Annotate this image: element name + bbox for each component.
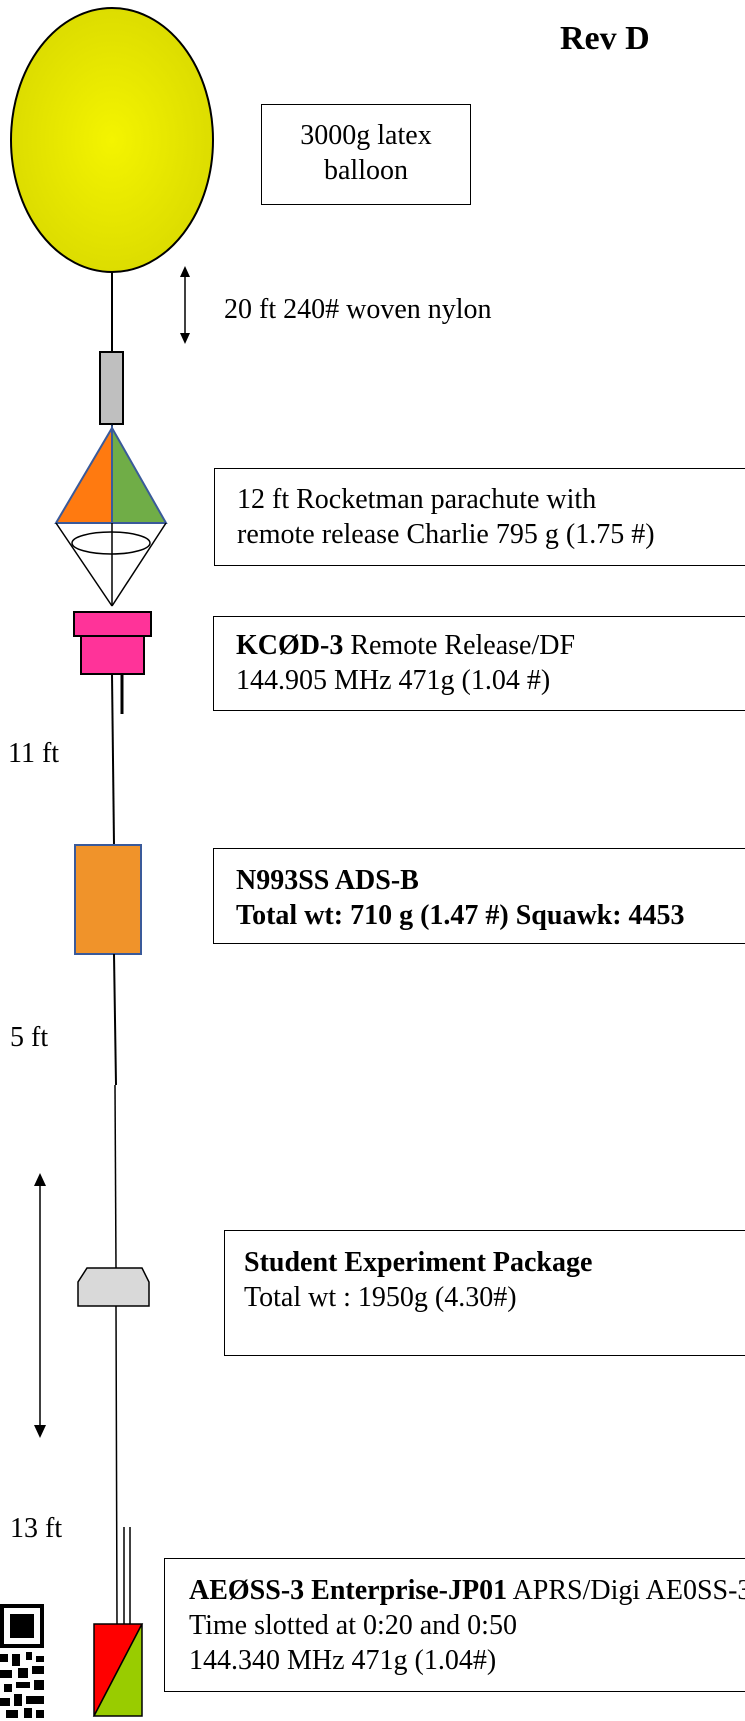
adsb-payload <box>74 844 142 955</box>
release-desc: Remote Release/DF <box>343 630 576 661</box>
student-label-box: Student Experiment Package Total wt : 19… <box>224 1230 745 1356</box>
parachute-right-panel <box>111 424 168 524</box>
parachute-line1: 12 ft Rocketman parachute with <box>237 484 597 515</box>
aprs-tracker-green <box>92 1623 143 1717</box>
revision-label: Rev D <box>560 20 650 57</box>
aprs-name: AEØSS-3 Enterprise-JP01 <box>189 1575 508 1606</box>
spacing-label-2: 5 ft <box>10 1022 49 1053</box>
aprs-line2: Time slotted at 0:20 and 0:50 <box>189 1610 517 1641</box>
balloon-label-box: 3000g latex balloon <box>261 104 471 205</box>
balloon-label-line2: balloon <box>324 155 408 186</box>
tether-line <box>113 953 117 1086</box>
adsb-label-box: N993SS ADS-B Total wt: 710 g (1.47 #) Sq… <box>213 848 745 944</box>
release-device-body <box>80 635 145 675</box>
qr-code <box>0 1604 44 1718</box>
release-label-box: KCØD-3 Remote Release/DF 144.905 MHz 471… <box>213 616 745 711</box>
aprs-line3: 144.340 MHz 471g (1.04#) <box>189 1645 497 1676</box>
balloon-label-line1: 3000g latex <box>300 120 432 151</box>
adsb-line1: N993SS ADS-B <box>236 865 419 896</box>
swivel-connector <box>99 351 124 425</box>
parachute-line2: remote release Charlie 795 g (1.75 #) <box>237 519 655 550</box>
release-line2: 144.905 MHz 471g (1.04 #) <box>236 665 551 696</box>
student-package-shape <box>77 1267 150 1307</box>
length-arrow-bottom <box>34 1173 46 1438</box>
parachute-shroud-line <box>55 522 113 607</box>
release-device-top <box>73 611 152 637</box>
spacing-label-1: 11 ft <box>8 738 60 769</box>
spacing-label-3: 13 ft <box>10 1513 63 1544</box>
aprs-desc: APRS/Digi AE0SS-3 <box>507 1575 745 1606</box>
tether-line <box>111 673 115 846</box>
balloon-shape <box>10 7 214 273</box>
parachute-ring <box>71 531 151 555</box>
release-name: KCØD-3 <box>236 630 344 661</box>
length-arrow-top <box>180 266 190 344</box>
aprs-label-box: AEØSS-3 Enterprise-JP01 APRS/Digi AE0SS-… <box>164 1558 745 1692</box>
adsb-line2: Total wt: 710 g (1.47 #) Squawk: 4453 <box>236 900 685 931</box>
tether-top-label: 20 ft 240# woven nylon <box>224 294 492 325</box>
tether-line <box>114 1084 117 1269</box>
tether-line <box>115 1305 118 1625</box>
parachute-shroud-line <box>111 522 167 607</box>
parachute-label-box: 12 ft Rocketman parachute with remote re… <box>214 468 745 566</box>
student-title: Student Experiment Package <box>244 1247 593 1278</box>
student-line2: Total wt : 1950g (4.30#) <box>244 1282 517 1313</box>
parachute-left-panel <box>54 424 113 524</box>
